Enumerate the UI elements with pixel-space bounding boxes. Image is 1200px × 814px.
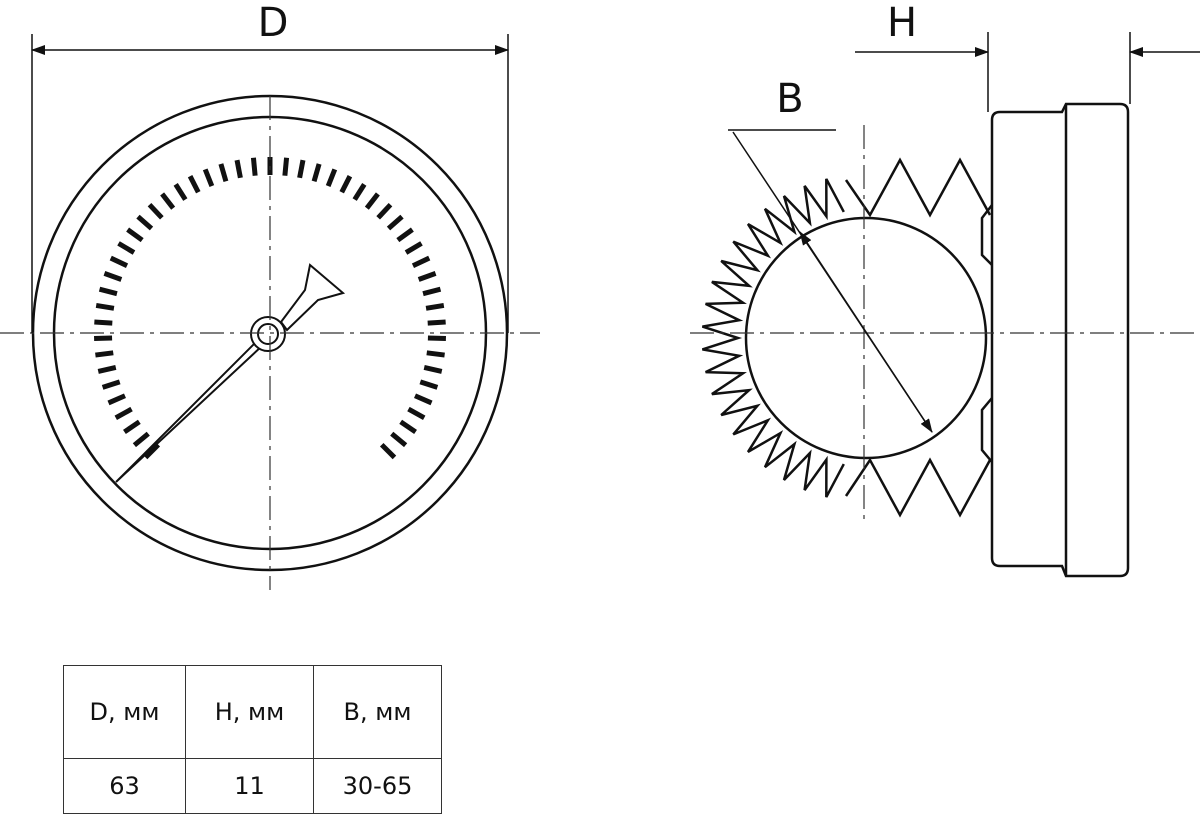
scale-tick: [386, 214, 404, 231]
spec-value-b: 30-65: [313, 758, 442, 814]
scale-tick: [390, 431, 408, 448]
scale-tick: [94, 335, 113, 342]
scale-tick: [187, 175, 201, 194]
scale-tick: [132, 431, 150, 448]
gauge-clip-upper: [980, 204, 993, 266]
dial-scale-ticks: [94, 157, 446, 460]
gauge-pointer: [115, 263, 346, 483]
scale-tick: [297, 159, 306, 179]
scale-tick: [123, 419, 141, 434]
scale-tick: [311, 163, 322, 182]
scale-tick: [109, 255, 129, 268]
spec-value-d: 63: [63, 758, 186, 814]
scale-tick: [414, 393, 433, 406]
scale-tick: [399, 419, 417, 434]
spring-coil: [702, 157, 992, 518]
dimension-b: [728, 129, 933, 433]
scale-tick: [101, 379, 121, 390]
scale-tick: [97, 365, 117, 374]
scale-tick: [117, 241, 136, 255]
dimension-d-label: D: [258, 0, 289, 46]
scale-tick: [114, 406, 133, 420]
side-view: [702, 102, 1130, 578]
scale-tick: [364, 192, 380, 210]
scale-tick: [417, 271, 437, 282]
front-center-lines: [0, 96, 540, 590]
scale-tick: [98, 286, 118, 297]
scale-tick: [427, 319, 446, 326]
dimension-h: [855, 32, 1200, 112]
gauge-body-rear: [990, 102, 1130, 578]
scale-tick: [419, 379, 439, 390]
scale-tick: [147, 202, 164, 220]
scale-tick: [407, 406, 426, 420]
scale-tick: [426, 350, 445, 358]
spec-header-b: B, мм: [313, 665, 442, 759]
spec-table-value-row: 63 11 30-65: [63, 758, 442, 814]
gauge-clip-lower: [980, 397, 993, 463]
scale-tick: [379, 442, 397, 460]
scale-tick: [425, 302, 445, 311]
scale-tick: [404, 241, 423, 255]
scale-tick: [411, 255, 431, 268]
spec-table: D, мм H, мм B, мм 63 11 30-65: [63, 665, 442, 814]
scale-tick: [352, 183, 367, 201]
scale-tick: [94, 319, 113, 326]
scale-tick: [339, 175, 353, 194]
scale-tick: [234, 159, 243, 179]
scale-tick: [325, 168, 338, 188]
scale-tick: [95, 350, 114, 358]
spec-header-h: H, мм: [185, 665, 314, 759]
spec-header-d: D, мм: [63, 665, 186, 759]
scale-tick: [202, 168, 215, 188]
scale-tick: [282, 157, 290, 176]
dimension-b-label: B: [776, 76, 803, 122]
scale-tick: [396, 227, 414, 243]
dimension-h-label: H: [887, 0, 917, 46]
pipe-circle: [744, 216, 988, 460]
scale-tick: [126, 227, 144, 243]
side-center-lines: [690, 125, 1200, 520]
spec-table-header-row: D, мм H, мм B, мм: [63, 665, 442, 759]
scale-tick: [422, 286, 442, 297]
scale-tick: [173, 183, 188, 201]
front-view: [31, 94, 509, 572]
scale-tick: [107, 393, 126, 406]
scale-tick: [218, 163, 229, 182]
scale-tick: [427, 335, 446, 342]
scale-tick: [423, 365, 443, 374]
spec-value-h: 11: [185, 758, 314, 814]
dimension-d: [31, 34, 509, 333]
scale-tick: [136, 214, 154, 231]
scale-tick: [250, 157, 258, 176]
scale-tick: [103, 271, 123, 282]
scale-tick: [160, 192, 176, 210]
scale-tick: [95, 302, 115, 311]
scale-tick: [376, 202, 393, 220]
scale-tick: [143, 442, 161, 460]
